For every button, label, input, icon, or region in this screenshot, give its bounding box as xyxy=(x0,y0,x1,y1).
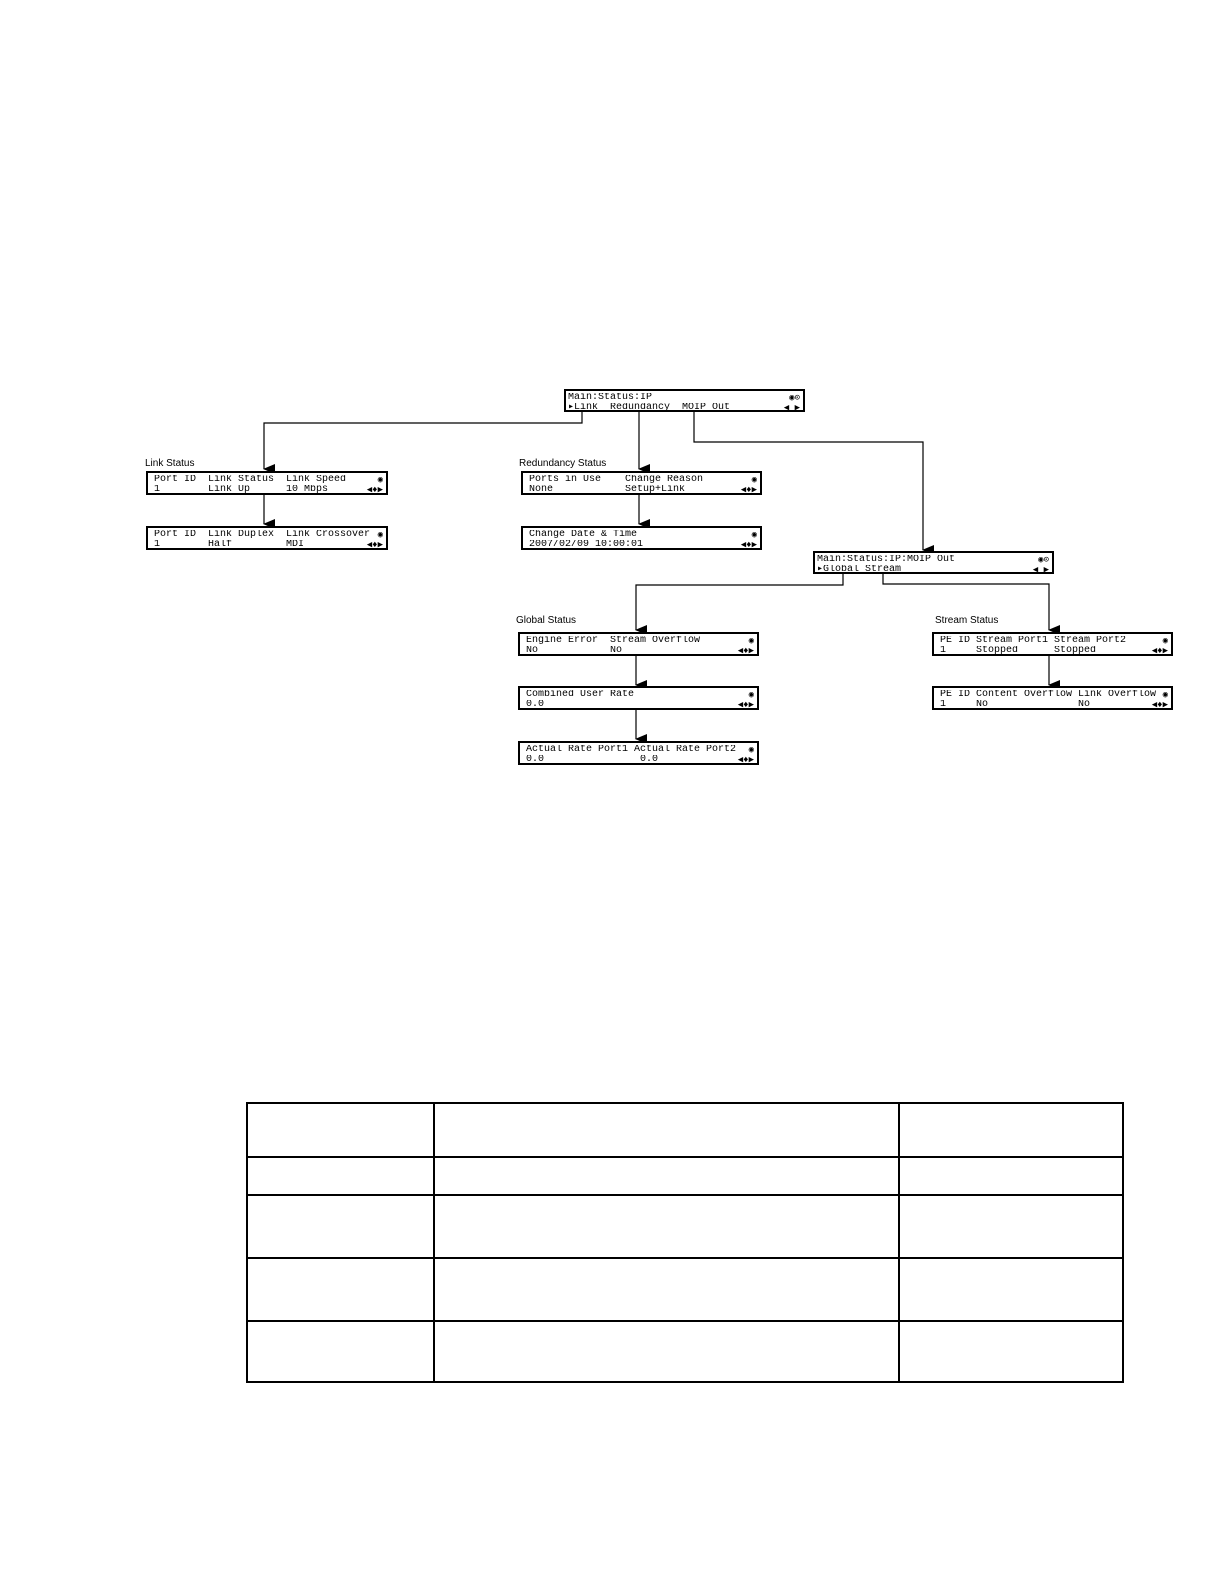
table-cell xyxy=(246,1320,435,1383)
lcd-status-icons: ◉ xyxy=(751,475,757,485)
table-header-row xyxy=(246,1102,1124,1158)
label-link-status: Link Status xyxy=(145,458,195,469)
lcd-line-1: Engine Error Stream Overflow xyxy=(526,636,701,646)
table-row xyxy=(246,1194,1124,1259)
lcd-nav-arrows-icon: ◀♦▶ xyxy=(366,540,383,550)
lcd-redundancy-status-1: Ports in Use Change Reason None Setup+Li… xyxy=(521,471,762,495)
lcd-line-1: Main:Status:IP:MOIP Out xyxy=(817,555,956,565)
lcd-moip-out-menu: Main:Status:IP:MOIP Out ▸Global Stream ◉… xyxy=(813,551,1054,575)
table-cell xyxy=(898,1156,1124,1196)
lcd-main-status-ip: Main:Status:IP ▸Link Redundancy MOIP Out… xyxy=(564,389,805,413)
lcd-status-icons: ◉ xyxy=(751,530,757,540)
lcd-redundancy-status-2: Change Date & Time 2007/02/09 10:00:01 ◉… xyxy=(521,526,762,550)
lcd-nav-arrows-icon: ◀♦▶ xyxy=(737,755,754,765)
lcd-stream-status-1: PE ID Stream Port1 Stream Port2 1 Stoppe… xyxy=(932,632,1173,656)
lcd-status-icons: ◉ xyxy=(1162,636,1168,646)
table-cell xyxy=(433,1257,900,1322)
table-cell xyxy=(433,1320,900,1383)
lcd-status-icons: ◉ xyxy=(748,636,754,646)
table-cell xyxy=(898,1320,1124,1383)
lcd-line-1: Change Date & Time xyxy=(529,530,638,540)
lcd-line-1: Ports in Use Change Reason xyxy=(529,475,704,485)
lcd-line-1: Port ID Link Status Link Speed xyxy=(154,475,347,485)
lcd-global-status-1: Engine Error Stream Overflow No No ◉ ◀♦▶ xyxy=(518,632,759,656)
lcd-status-icons: ◉ xyxy=(377,475,383,485)
lcd-line-1: Main:Status:IP xyxy=(568,393,653,403)
lcd-line-1: Port ID Link Duplex Link Crossover xyxy=(154,530,371,540)
lcd-line-1: PE ID Stream Port1 Stream Port2 xyxy=(940,636,1127,646)
connector-moip-to-global xyxy=(635,574,844,635)
lcd-nav-arrows-icon: ◀♦▶ xyxy=(366,485,383,495)
table-cell xyxy=(246,1257,435,1322)
lcd-line-2: None Setup+Link xyxy=(529,485,686,495)
parameter-table xyxy=(246,1102,1124,1383)
lcd-status-icons: ◉ xyxy=(377,530,383,540)
lcd-stream-status-2: PE ID Content Overflow Link Overflow 1 N… xyxy=(932,686,1173,710)
table-row xyxy=(246,1257,1124,1322)
table-cell xyxy=(433,1102,900,1158)
lcd-status-icons: ◉ xyxy=(748,690,754,700)
lcd-line-2: No No xyxy=(526,646,623,656)
lcd-status-icons: ◉⊙ xyxy=(1038,555,1049,565)
lcd-line-2: ▸Link Redundancy MOIP Out xyxy=(568,403,731,413)
table-cell xyxy=(898,1194,1124,1259)
label-global-status: Global Status xyxy=(516,615,577,626)
lcd-line-1: PE ID Content Overflow Link Overflow xyxy=(940,690,1157,700)
table-row xyxy=(246,1320,1124,1383)
lcd-line-2: ▸Global Stream xyxy=(817,565,902,575)
table-cell xyxy=(246,1194,435,1259)
lcd-line-2: 0.0 xyxy=(526,700,545,710)
table-cell xyxy=(898,1257,1124,1322)
lcd-global-status-2: Combined User Rate 0.0 ◉ ◀♦▶ xyxy=(518,686,759,710)
table-cell xyxy=(433,1156,900,1196)
connector-main-to-moip xyxy=(693,412,934,555)
lcd-nav-arrows-icon: ◀♦▶ xyxy=(740,485,757,495)
lcd-link-status-1: Port ID Link Status Link Speed 1 Link Up… xyxy=(146,471,388,495)
lcd-nav-arrows-icon: ◀♦▶ xyxy=(737,646,754,656)
connector-main-to-link xyxy=(263,412,583,474)
lcd-nav-arrows-icon: ◀ ▶ xyxy=(783,403,800,413)
lcd-line-2: 0.0 0.0 xyxy=(526,755,659,765)
lcd-nav-arrows-icon: ◀ ▶ xyxy=(1032,565,1049,575)
lcd-line-2: 1 No No xyxy=(940,700,1091,710)
table-row xyxy=(246,1156,1124,1196)
label-stream-status: Stream Status xyxy=(935,615,999,626)
lcd-line-2: 1 Stopped Stopped xyxy=(940,646,1097,656)
lcd-line-2: 1 Half MDI xyxy=(154,540,305,550)
lcd-status-icons: ◉ xyxy=(748,745,754,755)
lcd-line-1: Actual Rate Port1 Actual Rate Port2 xyxy=(526,745,737,755)
lcd-link-status-2: Port ID Link Duplex Link Crossover 1 Hal… xyxy=(146,526,388,550)
lcd-nav-arrows-icon: ◀♦▶ xyxy=(737,700,754,710)
table-cell xyxy=(246,1102,435,1158)
connector-moip-to-stream xyxy=(882,574,1060,635)
lcd-status-icons: ◉ xyxy=(1162,690,1168,700)
table-cell xyxy=(898,1102,1124,1158)
lcd-global-status-3: Actual Rate Port1 Actual Rate Port2 0.0 … xyxy=(518,741,759,765)
lcd-nav-arrows-icon: ◀♦▶ xyxy=(1151,646,1168,656)
label-redundancy-status: Redundancy Status xyxy=(519,458,607,469)
lcd-nav-arrows-icon: ◀♦▶ xyxy=(740,540,757,550)
table-cell xyxy=(246,1156,435,1196)
lcd-line-2: 1 Link Up 10 Mbps xyxy=(154,485,329,495)
lcd-line-2: 2007/02/09 10:00:01 xyxy=(529,540,644,550)
lcd-line-1: Combined User Rate xyxy=(526,690,635,700)
lcd-nav-arrows-icon: ◀♦▶ xyxy=(1151,700,1168,710)
lcd-status-icons: ◉⊙ xyxy=(789,393,800,403)
table-cell xyxy=(433,1194,900,1259)
